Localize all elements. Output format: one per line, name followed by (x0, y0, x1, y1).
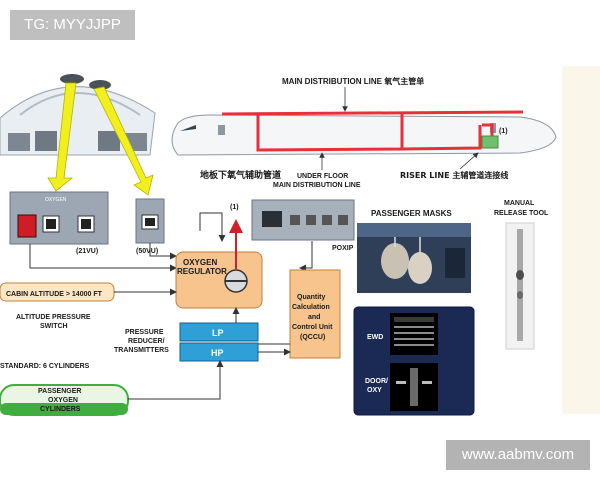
poxip-panel (251, 199, 355, 241)
pressure-reducer-label-1: PRESSURE (125, 329, 164, 336)
qccu-box (289, 269, 341, 359)
manual-release-tool-photo (505, 222, 535, 350)
qccu-label-2: Calculation (292, 304, 330, 311)
distribution-lines (221, 110, 524, 152)
ecam-display (353, 306, 475, 416)
passenger-cylinders-label-2: OXYGEN (48, 397, 78, 404)
standard-cylinders-label: STANDARD: 6 CYLINDERS (0, 363, 90, 370)
pressure-reducer-label-2: REDUCER/ (128, 338, 165, 345)
qccu-label-4: Control Unit (292, 324, 333, 331)
oxygen-panel-title: OXYGEN (45, 197, 67, 203)
oxygen-regulator-box (175, 251, 263, 309)
poxip-label: POXIP (332, 245, 354, 252)
pressure-reducer-label-3: TRANSMITTERS (114, 347, 169, 354)
crew-supply-button (17, 214, 37, 238)
qccu-label-1: Quantity (297, 294, 325, 301)
qccu-label-5: (QCCU) (300, 334, 325, 341)
lp-label: LP (212, 328, 224, 338)
underfloor-label-1: UNDER FLOOR (297, 173, 348, 180)
door-oxy-label-2: OXY (367, 387, 382, 394)
panel-21vu-label: (21VU) (76, 248, 98, 255)
riser-green-block (481, 135, 499, 149)
hp-label: HP (211, 348, 224, 358)
altitude-switch-label-2: SWITCH (40, 323, 68, 330)
oxygen-regulator-label-2: REGULATOR (177, 267, 227, 276)
qccu-label-3: and (308, 314, 320, 321)
underfloor-label-2: MAIN DISTRIBUTION LINE (273, 182, 361, 189)
lp-box (179, 322, 259, 342)
door-oxy-label-1: DOOR/ (365, 378, 388, 385)
manual-release-label-2: RELEASE TOOL (494, 210, 549, 217)
oxygen-panel-50vu (135, 198, 165, 244)
oxygen-panel-21vu: OXYGEN (9, 191, 109, 245)
panel-50vu-label: (50VU) (136, 248, 158, 255)
oxygen-regulator-label-1: OXYGEN (183, 258, 217, 267)
underfloor-cn-label: 地板下氧气辅助管道 (200, 169, 281, 181)
passenger-masks-label: PASSENGER MASKS (371, 209, 452, 218)
relief-marker: (1) (230, 204, 239, 211)
manual-release-label-1: MANUAL (504, 200, 535, 207)
oxygen-system-diagram: MAIN DISTRIBUTION LINE 氧气主管单 地板下氧气辅助管道 U… (0, 66, 600, 416)
ewd-label: EWD (367, 334, 383, 341)
altitude-switch-label-1: ALTITUDE PRESSURE (16, 314, 91, 321)
passenger-cylinders-label-1: PASSENGER (38, 388, 81, 395)
riser-line-label: RISER LINE 主辅管道连接线 (400, 170, 508, 180)
cabin-interior-illustration (0, 74, 156, 156)
watermark-label: www.aabmv.com (446, 440, 590, 470)
passenger-masks-photo (357, 223, 471, 293)
passenger-cylinders-label-3: CYLINDERS (40, 406, 81, 413)
fuselage-marker: (1) (499, 128, 508, 135)
tag-label: TG: MYYJJPP (10, 10, 135, 40)
cabin-altitude-label: CABIN ALTITUDE > 14000 FT (6, 291, 103, 298)
main-distribution-line-label: MAIN DISTRIBUTION LINE 氧气主管单 (282, 76, 424, 86)
yellow-arrows (47, 82, 154, 196)
